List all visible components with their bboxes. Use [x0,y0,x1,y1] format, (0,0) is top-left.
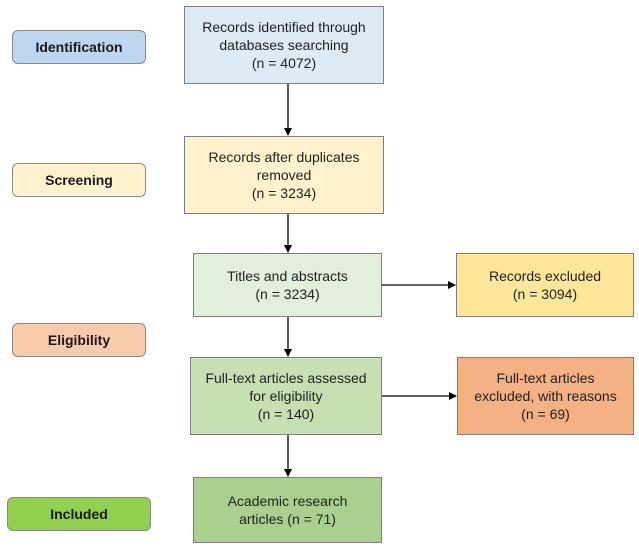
included-articles-line2: articles (n = 71) [239,511,336,527]
stage-eligibility-label: Eligibility [47,332,111,348]
records-identified-line2: databases searching [219,37,349,53]
stage-screening-label: Screening [45,172,113,188]
stage-eligibility: Eligibility [12,323,146,357]
titles-abstracts-count: (n = 3234) [255,286,320,302]
full-text-excluded-box: Full-text articles excluded, with reason… [457,357,634,435]
full-text-excluded-count: (n = 69) [521,406,570,422]
after-duplicates-count: (n = 3234) [251,185,317,201]
records-after-duplicates-box: Records after duplicates removed (n = 32… [184,136,384,214]
records-excluded-count: (n = 3094) [512,286,578,302]
stage-screening: Screening [12,163,146,197]
stage-included-label: Included [50,506,108,522]
titles-abstracts-line1: Titles and abstracts [227,268,348,284]
after-duplicates-line1: Records after duplicates [208,149,360,165]
full-text-assessed-box: Full-text articles assessed for eligibil… [190,357,382,435]
included-articles-line1: Academic research [227,493,348,509]
titles-abstracts-box: Titles and abstracts (n = 3234) [193,253,382,317]
stage-included: Included [7,497,151,531]
records-identified-box: Records identified through databases sea… [184,6,384,84]
full-text-assessed-line1: Full-text articles assessed [205,370,367,386]
included-articles-box: Academic research articles (n = 71) [193,477,382,543]
records-excluded-box: Records excluded (n = 3094) [456,253,634,317]
full-text-assessed-line2: for eligibility [249,388,323,404]
records-identified-count: (n = 4072) [251,55,317,71]
stage-identification: Identification [12,30,146,64]
full-text-assessed-count: (n = 140) [257,406,315,422]
records-excluded-line1: Records excluded [488,268,602,284]
full-text-excluded-line2: excluded, with reasons [474,388,617,404]
full-text-excluded-line1: Full-text articles [496,370,595,386]
after-duplicates-line2: removed [256,167,312,183]
stage-identification-label: Identification [35,39,123,55]
records-identified-line1: Records identified through [202,19,366,35]
